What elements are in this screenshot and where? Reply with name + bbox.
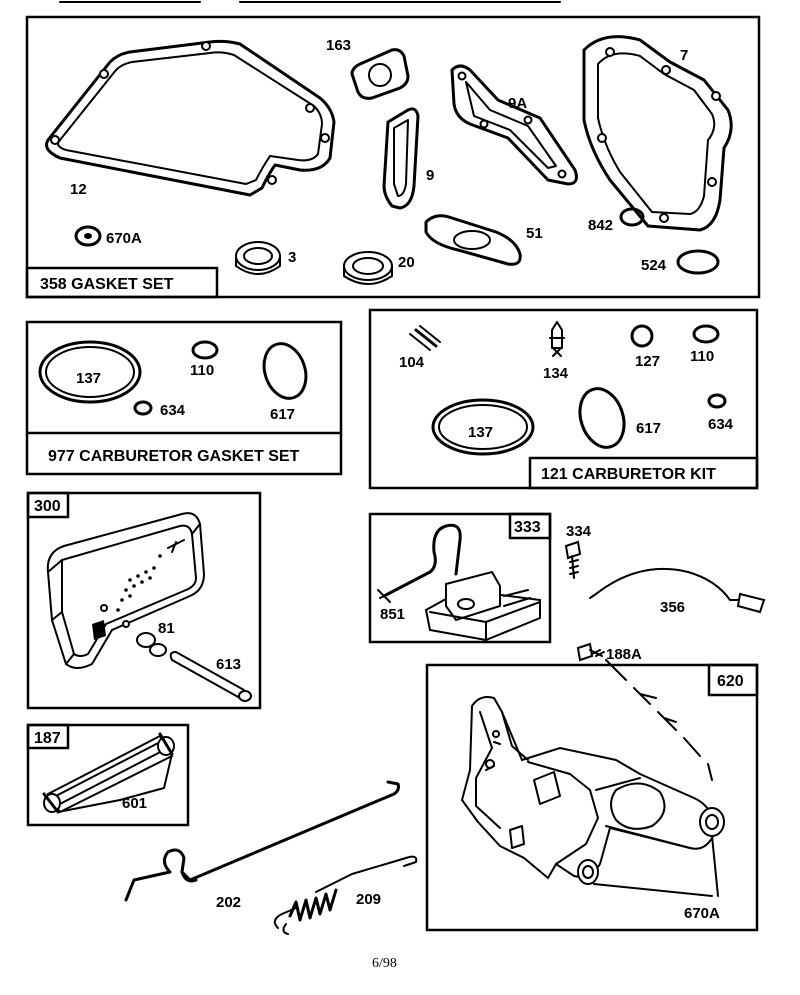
label-334: 334: [566, 523, 592, 540]
washer-81: [136, 632, 156, 648]
label-634-a: 634: [160, 402, 186, 419]
label-356: 356: [660, 599, 685, 616]
pin-104: [414, 328, 438, 348]
needle-134: [549, 321, 565, 357]
label-9: 9: [426, 167, 434, 184]
fuel-line-frame: [26, 723, 190, 827]
gasket-163: [350, 48, 410, 100]
label-3: 3: [288, 249, 296, 266]
bolt-613: [169, 651, 252, 702]
ignition-armature: [377, 523, 541, 642]
muffler-frame: [26, 491, 262, 710]
label-601: 601: [122, 795, 147, 812]
label-110-a: 110: [190, 362, 214, 379]
carb-gasket-set-frame: [25, 320, 343, 476]
label-842: 842: [588, 217, 613, 234]
screw-334: [564, 540, 582, 579]
oil-seal-20: [343, 251, 393, 285]
fuel-line-tag: 187: [34, 730, 61, 747]
leader-601: [57, 753, 173, 813]
label-524: 524: [641, 257, 667, 274]
control-bracket-section: 620 670A: [425, 659, 759, 932]
label-617-a: 617: [270, 406, 295, 423]
control-bracket-frame: [425, 663, 759, 932]
fuel-line-tag-box: [26, 723, 70, 750]
label-137-a: 137: [76, 370, 101, 387]
plug-127: [630, 324, 654, 348]
muffler-body: [46, 512, 206, 669]
governor-link-202: [124, 780, 400, 902]
dash-line: [605, 659, 713, 781]
ignition-tag: 333: [514, 519, 541, 536]
ignition-frame: [368, 512, 552, 644]
gasket-set-frame: [25, 15, 761, 299]
control-bracket-tag-box: [707, 663, 759, 697]
page-code: 6/98: [372, 956, 397, 971]
washer-110-a: [191, 340, 219, 360]
control-bracket-tag: 620: [717, 673, 744, 690]
seal-670a-top: [74, 225, 102, 247]
label-9a: 9A: [508, 95, 527, 112]
gasket-set-title-box: [25, 266, 219, 299]
label-617-b: 617: [636, 420, 661, 437]
bracket-body: [460, 696, 725, 885]
label-110-b: 110: [690, 348, 714, 365]
gasket-9a: [450, 64, 578, 186]
gasket-9: [382, 107, 420, 210]
washer-634-a: [133, 400, 153, 416]
ignition-tag-box: [508, 512, 552, 540]
carb-gasket-set-title: 977 CARBURETOR GASKET SET: [48, 448, 300, 465]
crankcase-gasket: [45, 39, 336, 197]
o-ring-137-a: [38, 340, 142, 404]
muffler-tag: 300: [34, 498, 61, 515]
ring-524: [676, 249, 720, 275]
label-634-b: 634: [708, 416, 734, 433]
carb-kit-title-box: [528, 456, 759, 490]
ring-842: [619, 207, 645, 227]
label-7: 7: [680, 47, 688, 64]
label-188a: 188A: [606, 646, 642, 663]
gasket-set-section: 358 GASKET SET 12 163 9 9A: [25, 15, 761, 299]
label-163: 163: [326, 37, 351, 54]
oil-seal-3: [235, 241, 281, 275]
label-134: 134: [543, 365, 569, 382]
label-104: 104: [399, 354, 425, 371]
label-670a-bottom: 670A: [684, 905, 720, 922]
label-209: 209: [356, 891, 381, 908]
label-20: 20: [398, 254, 415, 271]
muffler-section: 300 81 613: [26, 491, 262, 710]
head-gasket: [582, 35, 733, 232]
ring-617-a: [262, 342, 308, 400]
fuel-line-section: 187 601: [26, 723, 190, 827]
label-137-b: 137: [468, 424, 493, 441]
carb-kit-frame: [368, 308, 759, 490]
label-81: 81: [158, 620, 175, 637]
label-202: 202: [216, 894, 241, 911]
label-127: 127: [635, 353, 660, 370]
washer-110-b: [692, 324, 720, 344]
label-12: 12: [70, 181, 87, 198]
gasket-set-title: 358 GASKET SET: [40, 276, 174, 293]
ground-wire-356: [589, 567, 766, 614]
label-851: 851: [380, 606, 405, 623]
carb-kit-section: 121 CARBURETOR KIT 104 134 127 110 137 6…: [368, 308, 759, 490]
fuel-hose: [42, 732, 175, 814]
carb-kit-title: 121 CARBURETOR KIT: [541, 466, 716, 483]
leader-670a: [593, 835, 719, 897]
muffler-tag-box: [26, 491, 70, 519]
ignition-section: 333 851: [368, 512, 552, 644]
spring-209: [273, 855, 418, 935]
screw-188a: [576, 642, 605, 662]
label-613: 613: [216, 656, 241, 673]
carb-gasket-set-section: 977 CARBURETOR GASKET SET 137 110 634 61…: [25, 320, 343, 476]
label-670a-top: 670A: [106, 230, 142, 247]
label-51: 51: [526, 225, 543, 242]
ring-617-b: [578, 387, 626, 449]
gasket-51: [424, 214, 522, 266]
washer-634-b: [707, 393, 727, 409]
o-ring-137-b: [431, 398, 535, 456]
